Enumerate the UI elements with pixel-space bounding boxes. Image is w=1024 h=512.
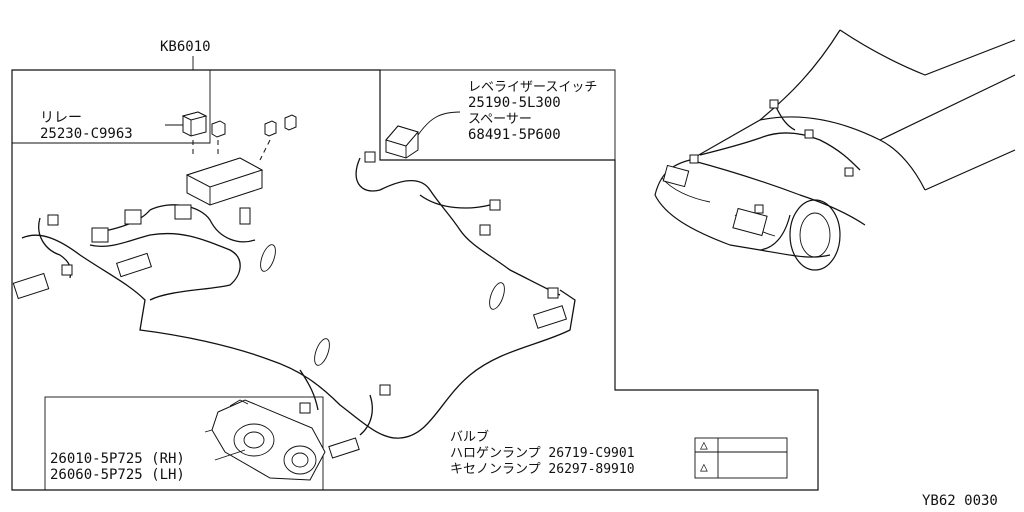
junction-block-icon	[185, 157, 264, 206]
spacer-name: スペーサー	[468, 112, 532, 127]
relay-icon	[181, 111, 226, 138]
harness-code-label: KB6010	[160, 39, 211, 55]
harness-connector-icon	[12, 151, 568, 459]
harness-branch-right	[355, 157, 561, 296]
vehicle-illustration	[654, 29, 1016, 271]
harness-branch-lower	[299, 369, 373, 436]
bulb-title: バルブ	[450, 429, 489, 445]
legend-symbol-1: △	[700, 438, 708, 453]
fuse-connector-icon	[264, 114, 297, 137]
headlamp-rh-part: 26010-5P725 (RH)	[50, 451, 185, 467]
relay-mount-dash	[192, 139, 271, 161]
leveler-box	[380, 69, 616, 160]
relay-part-number: 25230-C9963	[40, 126, 133, 142]
leveler-leader	[417, 111, 461, 136]
spacer-part-number: 68491-5P600	[468, 127, 561, 143]
leveler-switch-name: レベライザースイッチ	[468, 80, 597, 95]
relay-name-label: リレー	[40, 110, 82, 126]
headlamp-unit-icon	[204, 399, 326, 481]
headlamp-leader	[214, 449, 246, 461]
headlamp-lh-part: 26060-5P725 (LH)	[50, 467, 185, 483]
legend-symbol-2: △	[700, 460, 708, 475]
cable-tie-icon	[260, 244, 505, 366]
page-code: YB62 0030	[922, 493, 998, 509]
bulb-halogen: ハロゲンランプ 26719-C9901	[450, 446, 635, 461]
headlamp-box	[44, 396, 324, 491]
bulb-legend-table	[694, 437, 788, 479]
bulb-xenon: キセノンランプ 26297-89910	[450, 462, 635, 477]
leveler-switch-icon	[385, 125, 419, 159]
relay-callout-box	[12, 70, 211, 144]
leveler-switch-part-number: 25190-5L300	[468, 95, 561, 111]
main-harness-wire	[21, 234, 576, 439]
